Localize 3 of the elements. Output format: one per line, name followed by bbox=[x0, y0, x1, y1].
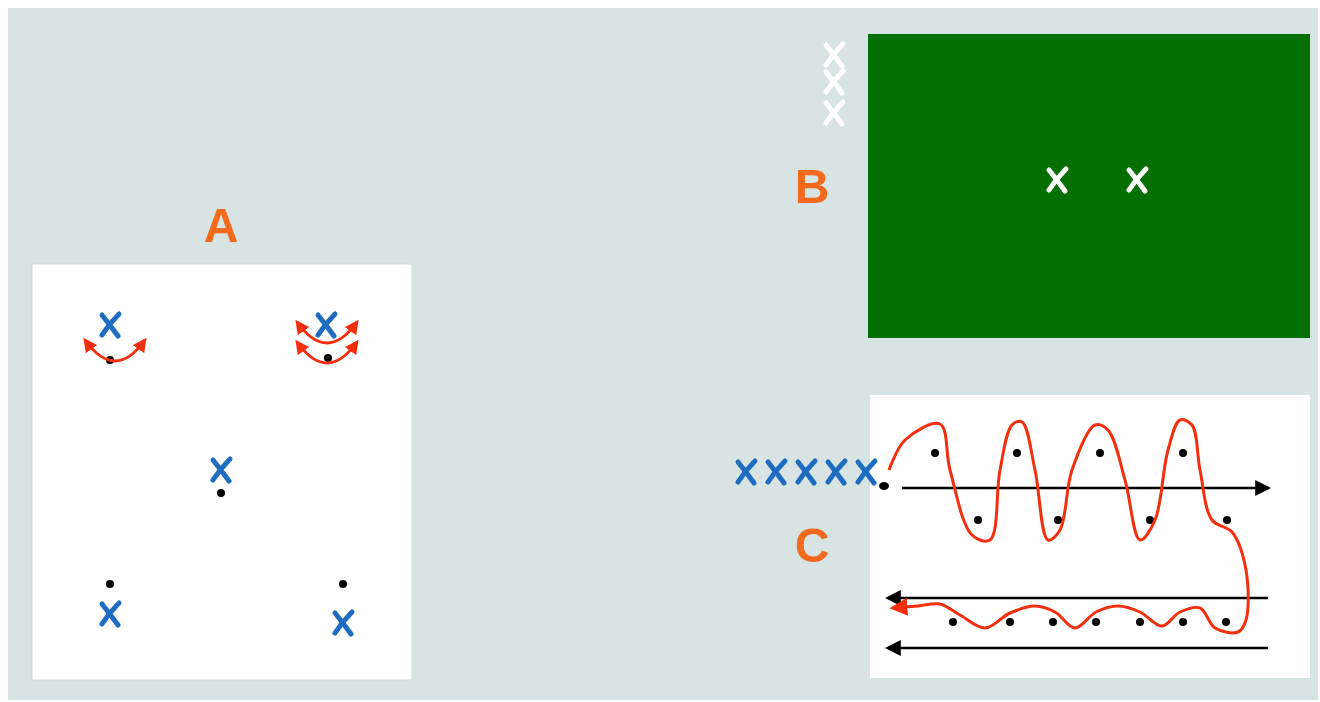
panel-label: A bbox=[203, 202, 239, 250]
panel-label: B bbox=[794, 163, 830, 211]
panel-label: C bbox=[794, 522, 830, 570]
